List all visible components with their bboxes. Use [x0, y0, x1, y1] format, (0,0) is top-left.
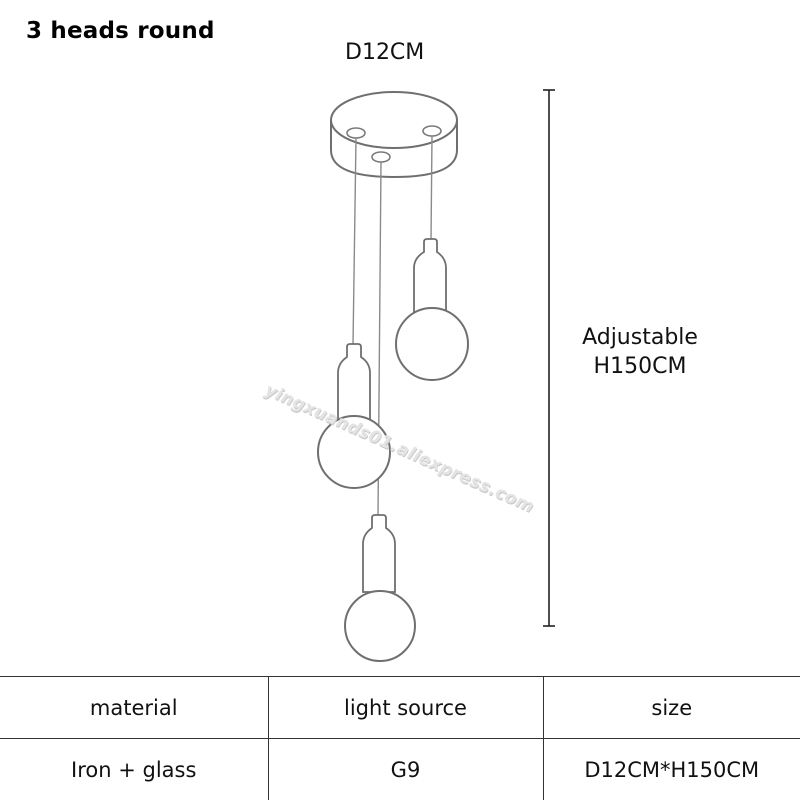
- ceiling-canopy: [330, 91, 458, 179]
- spec-value-light-source: G9: [267, 738, 544, 800]
- height-dimension-line: [543, 89, 555, 627]
- diameter-label: D12CM: [345, 40, 425, 65]
- lamp-right: [395, 238, 469, 381]
- spec-value-size: D12CM*H150CM: [542, 738, 800, 800]
- lamp-center: [344, 514, 416, 662]
- height-label-line1: Adjustable: [582, 325, 698, 350]
- spec-value-row: Iron + glass G9 D12CM*H150CM: [0, 738, 800, 800]
- spec-header-row: material light source size: [0, 676, 800, 739]
- cord-left: [352, 137, 357, 346]
- height-label: Adjustable H150CM: [575, 323, 705, 381]
- cord-right: [430, 135, 433, 241]
- product-title: 3 heads round: [26, 18, 215, 44]
- pendant-lamp-drawing: [317, 89, 555, 662]
- spec-header-material: material: [0, 676, 269, 739]
- height-label-line2: H150CM: [593, 354, 687, 379]
- spec-header-light-source: light source: [267, 676, 544, 739]
- spec-header-size: size: [542, 676, 800, 739]
- spec-table: material light source size Iron + glass …: [0, 676, 800, 800]
- spec-value-material: Iron + glass: [0, 738, 269, 800]
- lamp-left: [317, 343, 391, 489]
